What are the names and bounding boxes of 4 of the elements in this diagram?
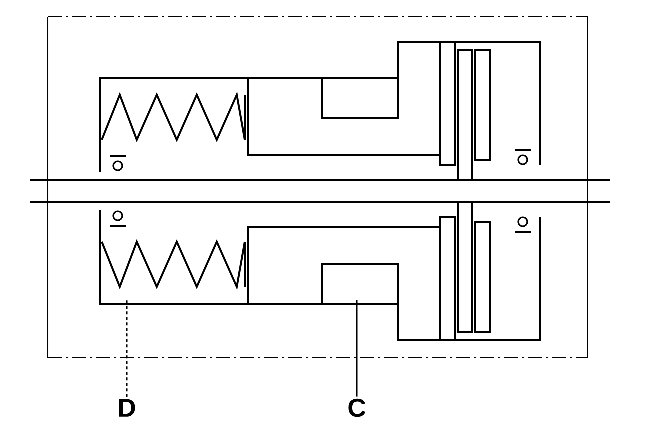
callout-letter: C: [348, 398, 366, 418]
callout-letter: D: [119, 399, 136, 417]
leader-line: [126, 300, 128, 398]
leader-line: [356, 300, 358, 397]
